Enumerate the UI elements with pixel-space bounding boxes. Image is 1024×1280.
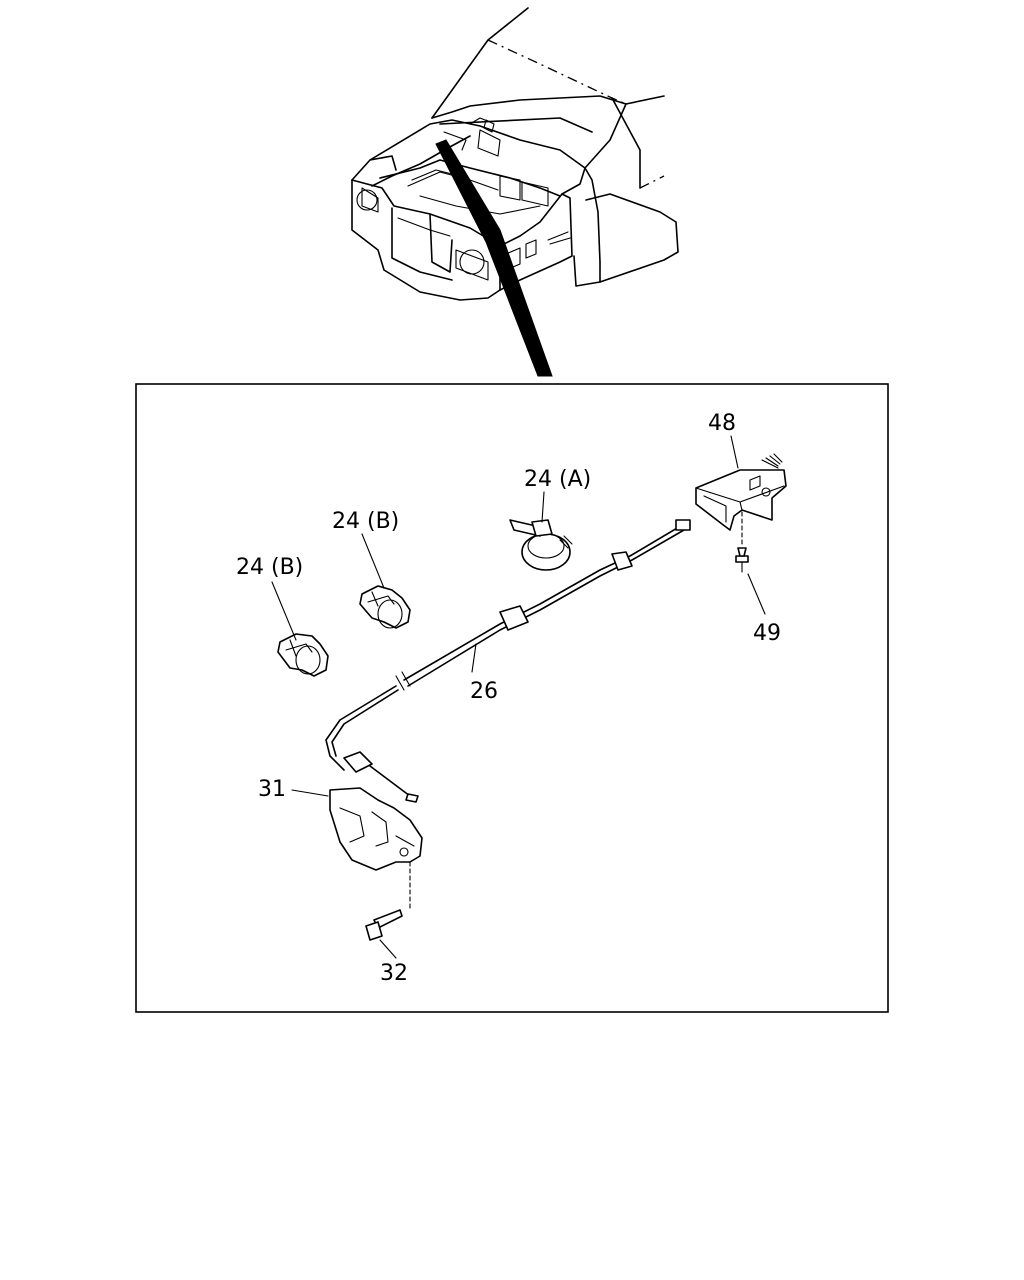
hood-latch-31: [329, 787, 423, 909]
vehicle-overview: [351, 7, 679, 377]
screw-49: [735, 511, 749, 573]
bolt-32: [365, 909, 403, 941]
callout-24b-lower: 24 (B): [236, 555, 303, 580]
hood-release-cable-26: [325, 519, 691, 803]
callout-24b-upper: 24 (B): [332, 509, 399, 534]
callout-31: 31: [258, 777, 286, 802]
cable-clip-24b-lower: [277, 633, 329, 677]
callout-49: 49: [753, 621, 781, 646]
callout-48: 48: [708, 411, 736, 436]
leader-lines: [271, 435, 766, 959]
callout-26: 26: [470, 679, 498, 704]
cable-band-24a: [509, 519, 573, 571]
detail-frame: [135, 383, 889, 1013]
callout-32: 32: [380, 961, 408, 986]
cable-clip-24b-upper: [359, 585, 411, 629]
callout-24a: 24 (A): [524, 467, 591, 492]
hood-opener-bracket-48: [695, 453, 787, 531]
